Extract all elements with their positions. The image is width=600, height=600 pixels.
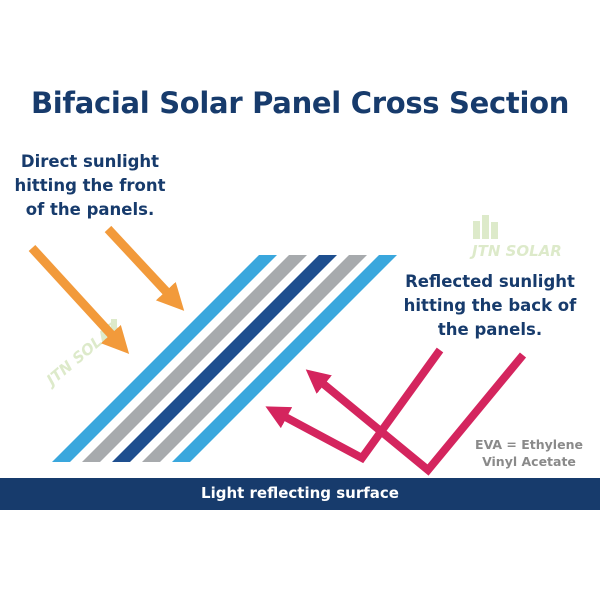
panel-layer-glass [52, 255, 277, 462]
panel-layer-eva-film [142, 255, 367, 462]
reflected-sunlight-arrow-icon [305, 352, 527, 476]
eva-definition-note: EVA = Ethylene Vinyl Acetate [475, 437, 583, 469]
panel-layer-glass [172, 255, 397, 462]
direct-sunlight-arrow-icon [28, 244, 130, 354]
watermark-logo-icon: JTN SOLAR [469, 215, 562, 260]
panel-layer-silicon-cell [112, 255, 337, 462]
reflected-sunlight-arrow-icon [265, 347, 444, 464]
page-title: Bifacial Solar Panel Cross Section [30, 86, 570, 120]
back-sunlight-note: Reflected sunlight hitting the back of t… [403, 272, 577, 339]
direct-sunlight-arrow-icon [104, 225, 185, 311]
svg-text:JTN SOLAR: JTN SOLAR [469, 242, 562, 260]
reflecting-surface [0, 478, 600, 510]
panel-layer-eva-film [82, 255, 307, 462]
reflecting-surface-label: Light reflecting surface [201, 484, 399, 502]
front-sunlight-note: Direct sunlight hitting the front of the… [14, 152, 166, 219]
